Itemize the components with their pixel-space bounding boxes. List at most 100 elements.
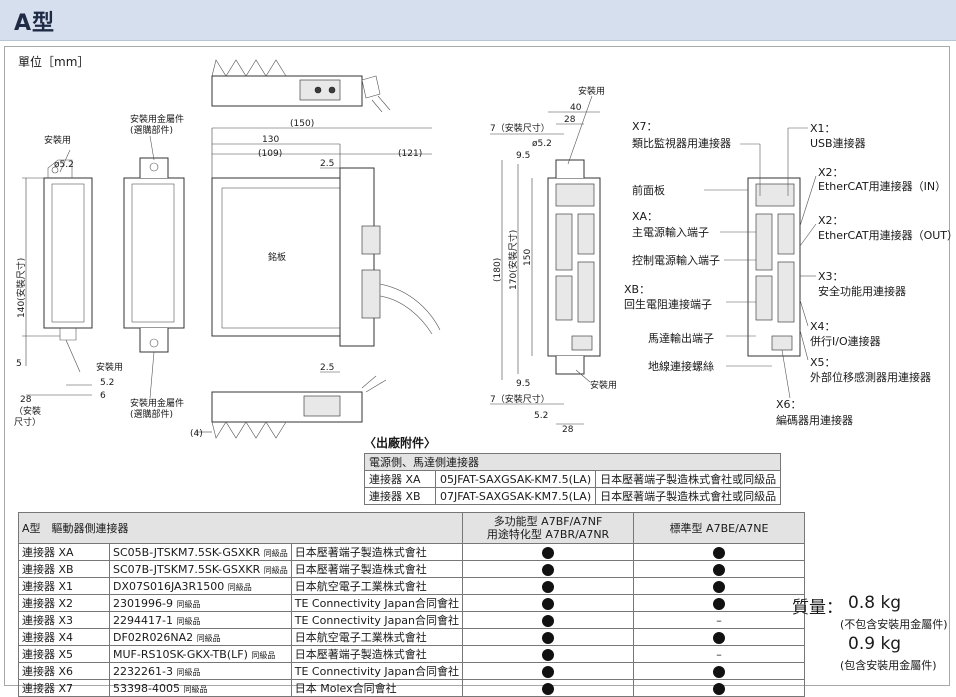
connector-multi-availability: ● bbox=[462, 645, 635, 663]
label-dim-95b: 9.5 bbox=[516, 379, 530, 389]
acc-maker: 日本壓著端子製造株式會社或同級品 bbox=[595, 487, 782, 505]
weight-with-note: (包含安裝用金屬件) bbox=[840, 659, 937, 672]
connector-multi-availability: ● bbox=[462, 594, 635, 612]
part-number-text: 2301996-9 bbox=[113, 596, 173, 610]
panel2-terminal-upper bbox=[755, 213, 773, 271]
connector-name: 連接器 X7 bbox=[18, 679, 110, 697]
connector-maker: TE Connectivity Japan合同會社 bbox=[290, 611, 464, 629]
label-dim-150v: 150 bbox=[523, 249, 533, 266]
connector-maker: 日本航空電子工業株式會社 bbox=[290, 628, 464, 646]
connector-name: 連接器 X5 bbox=[18, 645, 110, 663]
availability-dot: ● bbox=[713, 546, 726, 559]
side-tab-top-left bbox=[47, 159, 73, 178]
equivalent-note: 同級品 bbox=[176, 616, 201, 626]
equivalent-note: 同級品 bbox=[176, 667, 201, 677]
connector-standard-availability: ● bbox=[633, 594, 806, 612]
panel-port-upper bbox=[577, 213, 595, 255]
front-plug-lower bbox=[361, 269, 381, 319]
availability-dot: ● bbox=[713, 682, 726, 695]
connector-part-number: 2232261-3 同級品 bbox=[109, 662, 292, 680]
connector-maker: 日本壓著端子製造株式會社 bbox=[290, 543, 464, 561]
panel-view-callouts bbox=[704, 127, 817, 399]
connector-table-header: A型 驅動器側連接器 多功能型 A7BF/A7NF 用途特化型 A7BR/A7N… bbox=[17, 512, 806, 544]
connector-multi-availability: ● bbox=[462, 628, 635, 646]
label-dim-109: (109) bbox=[258, 149, 282, 159]
part-number-text: DX07S016JA3R1500 bbox=[113, 579, 225, 593]
bracket-bottom bbox=[139, 328, 169, 353]
connector-name: 連接器 X2 bbox=[18, 594, 110, 612]
leader-x6 bbox=[781, 349, 791, 399]
acc-name: 連接器 XB bbox=[364, 487, 436, 505]
panel2-port-upper bbox=[777, 213, 795, 255]
label-dim-25b: 2.5 bbox=[320, 363, 334, 373]
callout-x4-name: 併行I/O連接器 bbox=[810, 334, 881, 348]
label-mount-size-left-a: （安裝 bbox=[14, 405, 41, 417]
top-cable-plug bbox=[361, 75, 381, 99]
availability-dot: ● bbox=[542, 546, 555, 559]
availability-dot: ● bbox=[542, 648, 555, 661]
callout-x2out-id: X2： bbox=[818, 214, 844, 227]
callout-motor-output: 馬達輸出端子 bbox=[648, 331, 714, 345]
accessories-title: 〈出廠附件〉 bbox=[364, 436, 437, 450]
leader-metal-bottom bbox=[149, 351, 155, 399]
part-number-text: 53398-4005 bbox=[113, 681, 180, 695]
label-dim-140: 140(安裝尺寸) bbox=[15, 258, 27, 318]
side-inner-left bbox=[51, 183, 85, 323]
label-dim-121: (121) bbox=[398, 149, 422, 159]
connector-part-number: MUF-RS10SK-GKX-TB(LF) 同級品 bbox=[109, 645, 292, 663]
availability-dash: – bbox=[716, 613, 722, 627]
callout-x3-id: X3： bbox=[818, 270, 844, 283]
top-fins bbox=[211, 59, 287, 77]
availability-dot: ● bbox=[713, 665, 726, 678]
col-multi-function: 多功能型 A7BF/A7NF 用途特化型 A7BR/A7NR bbox=[462, 512, 635, 544]
label-mount-d: 安裝用 bbox=[590, 379, 617, 391]
leader-mount-b bbox=[65, 339, 81, 373]
availability-dot: ● bbox=[542, 580, 555, 593]
front-plug-upper bbox=[361, 225, 381, 255]
callout-xb-id: XB： bbox=[624, 283, 650, 296]
callout-x6-id: X6： bbox=[776, 398, 802, 411]
col-multi-line2: 用途特化型 A7BR/A7NR bbox=[486, 528, 610, 541]
connector-multi-availability: ● bbox=[462, 611, 635, 629]
connector-part-number: 53398-4005 同級品 bbox=[109, 679, 292, 697]
callout-x5-name: 外部位移感測器用連接器 bbox=[810, 370, 931, 384]
connector-standard-availability: ● bbox=[633, 577, 806, 595]
panel-mount-tab-bottom bbox=[555, 356, 585, 375]
panel-port-lower bbox=[577, 261, 595, 323]
front-side-block bbox=[339, 167, 375, 347]
panel-terminal-upper bbox=[555, 213, 573, 271]
label-mount-size-bottom: 7（安裝尺寸） bbox=[490, 393, 550, 405]
panel-mount-tab-top bbox=[555, 159, 585, 178]
callout-x6-name: 編碼器用連接器 bbox=[776, 413, 853, 427]
callout-x1-id: X1： bbox=[810, 122, 836, 135]
availability-dot: ● bbox=[542, 563, 555, 576]
label-dim-28c: 28 bbox=[562, 425, 574, 435]
connector-standard-availability: ● bbox=[633, 628, 806, 646]
panel-bottom-port bbox=[571, 335, 593, 351]
label-mount-a: 安裝用 bbox=[44, 134, 71, 146]
acc-name: 連接器 XA bbox=[364, 470, 436, 488]
label-dim-28b: 28 bbox=[564, 115, 576, 125]
panel2-terminal-lower bbox=[755, 275, 773, 321]
leader-x2in bbox=[799, 175, 817, 227]
callout-xb-name: 回生電阻連接端子 bbox=[624, 297, 712, 311]
availability-dot: ● bbox=[542, 614, 555, 627]
label-dim-28a: 28 bbox=[20, 395, 32, 405]
bracket-top bbox=[139, 157, 169, 178]
bracket-body bbox=[123, 177, 185, 329]
callout-x2in-name: EtherCAT用連接器（IN） bbox=[818, 179, 946, 193]
connector-part-number: DF02R026NA2 同級品 bbox=[109, 628, 292, 646]
callout-ctrl-power: 控制電源輸入端子 bbox=[632, 253, 720, 267]
label-dia-52a: ø5.2 bbox=[54, 160, 74, 170]
panel-view-dims bbox=[490, 95, 601, 425]
table-row: 連接器 XB 07JFAT-SAXGSAK-KM7.5(LA) 日本壓著端子製造… bbox=[364, 487, 782, 505]
callout-x2out-name: EtherCAT用連接器（OUT） bbox=[818, 228, 956, 242]
connector-part-number: SC07B-JTSKM7.5SK-GSXKR 同級品 bbox=[109, 560, 292, 578]
callout-x5-id: X5： bbox=[810, 356, 836, 369]
panel2-port-lower bbox=[777, 261, 795, 323]
connector-maker: TE Connectivity Japan合同會社 bbox=[290, 662, 464, 680]
connector-name: 連接器 X1 bbox=[18, 577, 110, 595]
